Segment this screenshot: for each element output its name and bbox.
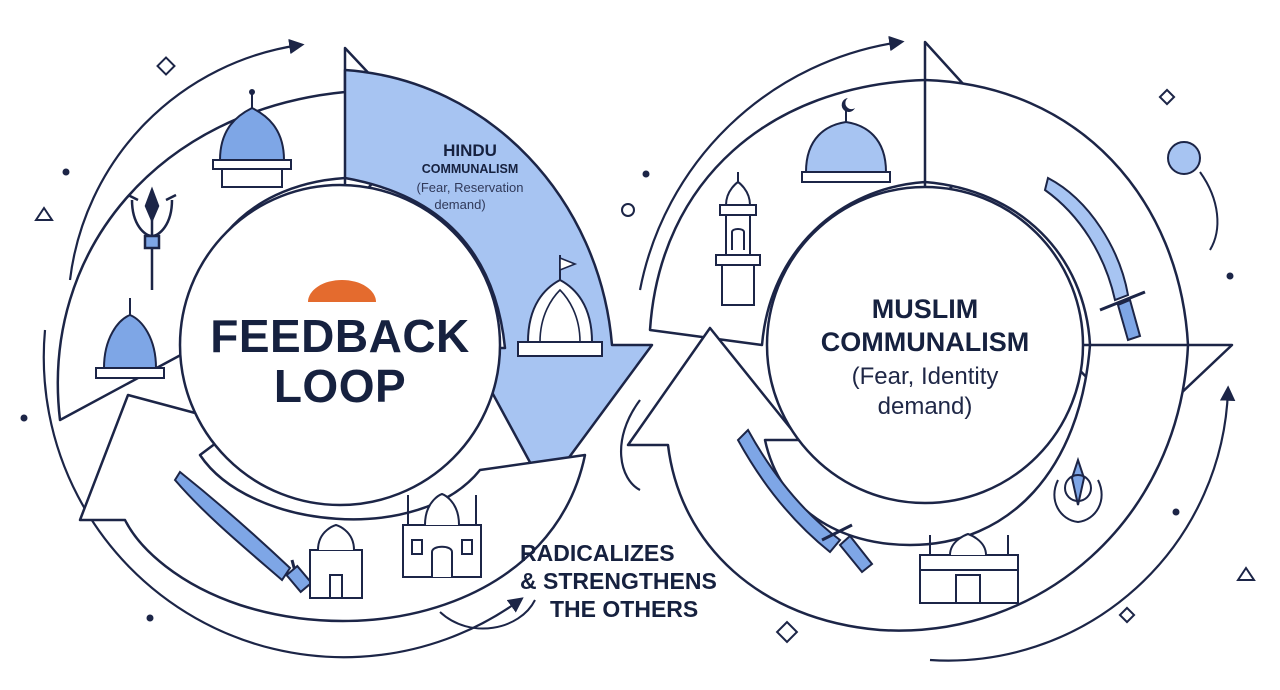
small-temple-icon [309, 523, 363, 599]
dot-shape [1226, 272, 1234, 280]
hindu-sub-line2: demand) [434, 197, 486, 212]
diamond-shape [1158, 88, 1176, 106]
dot-shape [642, 170, 650, 178]
radicalizes-line3: THE OTHERS [550, 596, 699, 622]
golden-temple-icon [919, 532, 1019, 604]
dot-shape [62, 168, 70, 176]
orange-sun-icon [308, 280, 376, 302]
muslim-sub-line1: (Fear, Identity [851, 363, 999, 390]
muslim-title-line2: COMMUNALISM [820, 327, 1030, 357]
outer-arc-left-top [68, 38, 305, 281]
muslim-inner-circle [765, 185, 1085, 505]
right-loop-bottom-arrow [626, 326, 1190, 632]
feedback-title-line2: LOOP [273, 360, 407, 412]
radicalizes-line1: RADICALIZES [520, 540, 675, 566]
khanda-icon [1053, 456, 1103, 524]
sword-icon-right [736, 428, 874, 574]
triangle-shape [34, 206, 54, 221]
dagger-icon [1043, 176, 1146, 342]
diamond-shape [775, 620, 799, 644]
hindu-title-line2: COMMUNALISM [421, 162, 519, 176]
hindu-blue-arrow [343, 68, 654, 492]
curve-line [1199, 171, 1219, 251]
mosque-dome-icon [801, 98, 891, 183]
hindu-title-line1: HINDU [443, 141, 497, 160]
dot-shape [146, 614, 154, 622]
muslim-title-line1: MUSLIM [871, 294, 979, 324]
feedback-inner-circle [178, 183, 502, 507]
dot-shape [1172, 508, 1180, 516]
sword-icon [173, 470, 313, 594]
diamond-shape [1118, 606, 1136, 624]
triangle-shape [1236, 566, 1256, 581]
outer-arc-left-bottom [42, 329, 524, 659]
ring-shape [621, 203, 635, 217]
blue-dot-shape [1167, 141, 1201, 175]
taj-mahal-icon [402, 492, 482, 578]
radicalizes-arrow [439, 599, 536, 630]
diamond-shape [156, 56, 176, 76]
outer-arc-right-top [638, 35, 905, 291]
trishul-icon [127, 186, 177, 290]
muslim-sub-line2: demand) [877, 393, 973, 420]
minaret-icon [715, 172, 761, 306]
outer-arc-right-bottom [929, 385, 1236, 662]
hindu-sub-line1: (Fear, Reservation [416, 180, 524, 195]
dot-shape [20, 414, 28, 422]
dome-temple-icon [212, 89, 292, 188]
center-connector-curve [619, 399, 641, 491]
temple-shikhara-icon [517, 255, 603, 357]
dome-icon [95, 298, 165, 379]
radicalizes-line2: & STRENGTHENS [520, 568, 717, 594]
feedback-title-line1: FEEDBACK [210, 310, 470, 362]
